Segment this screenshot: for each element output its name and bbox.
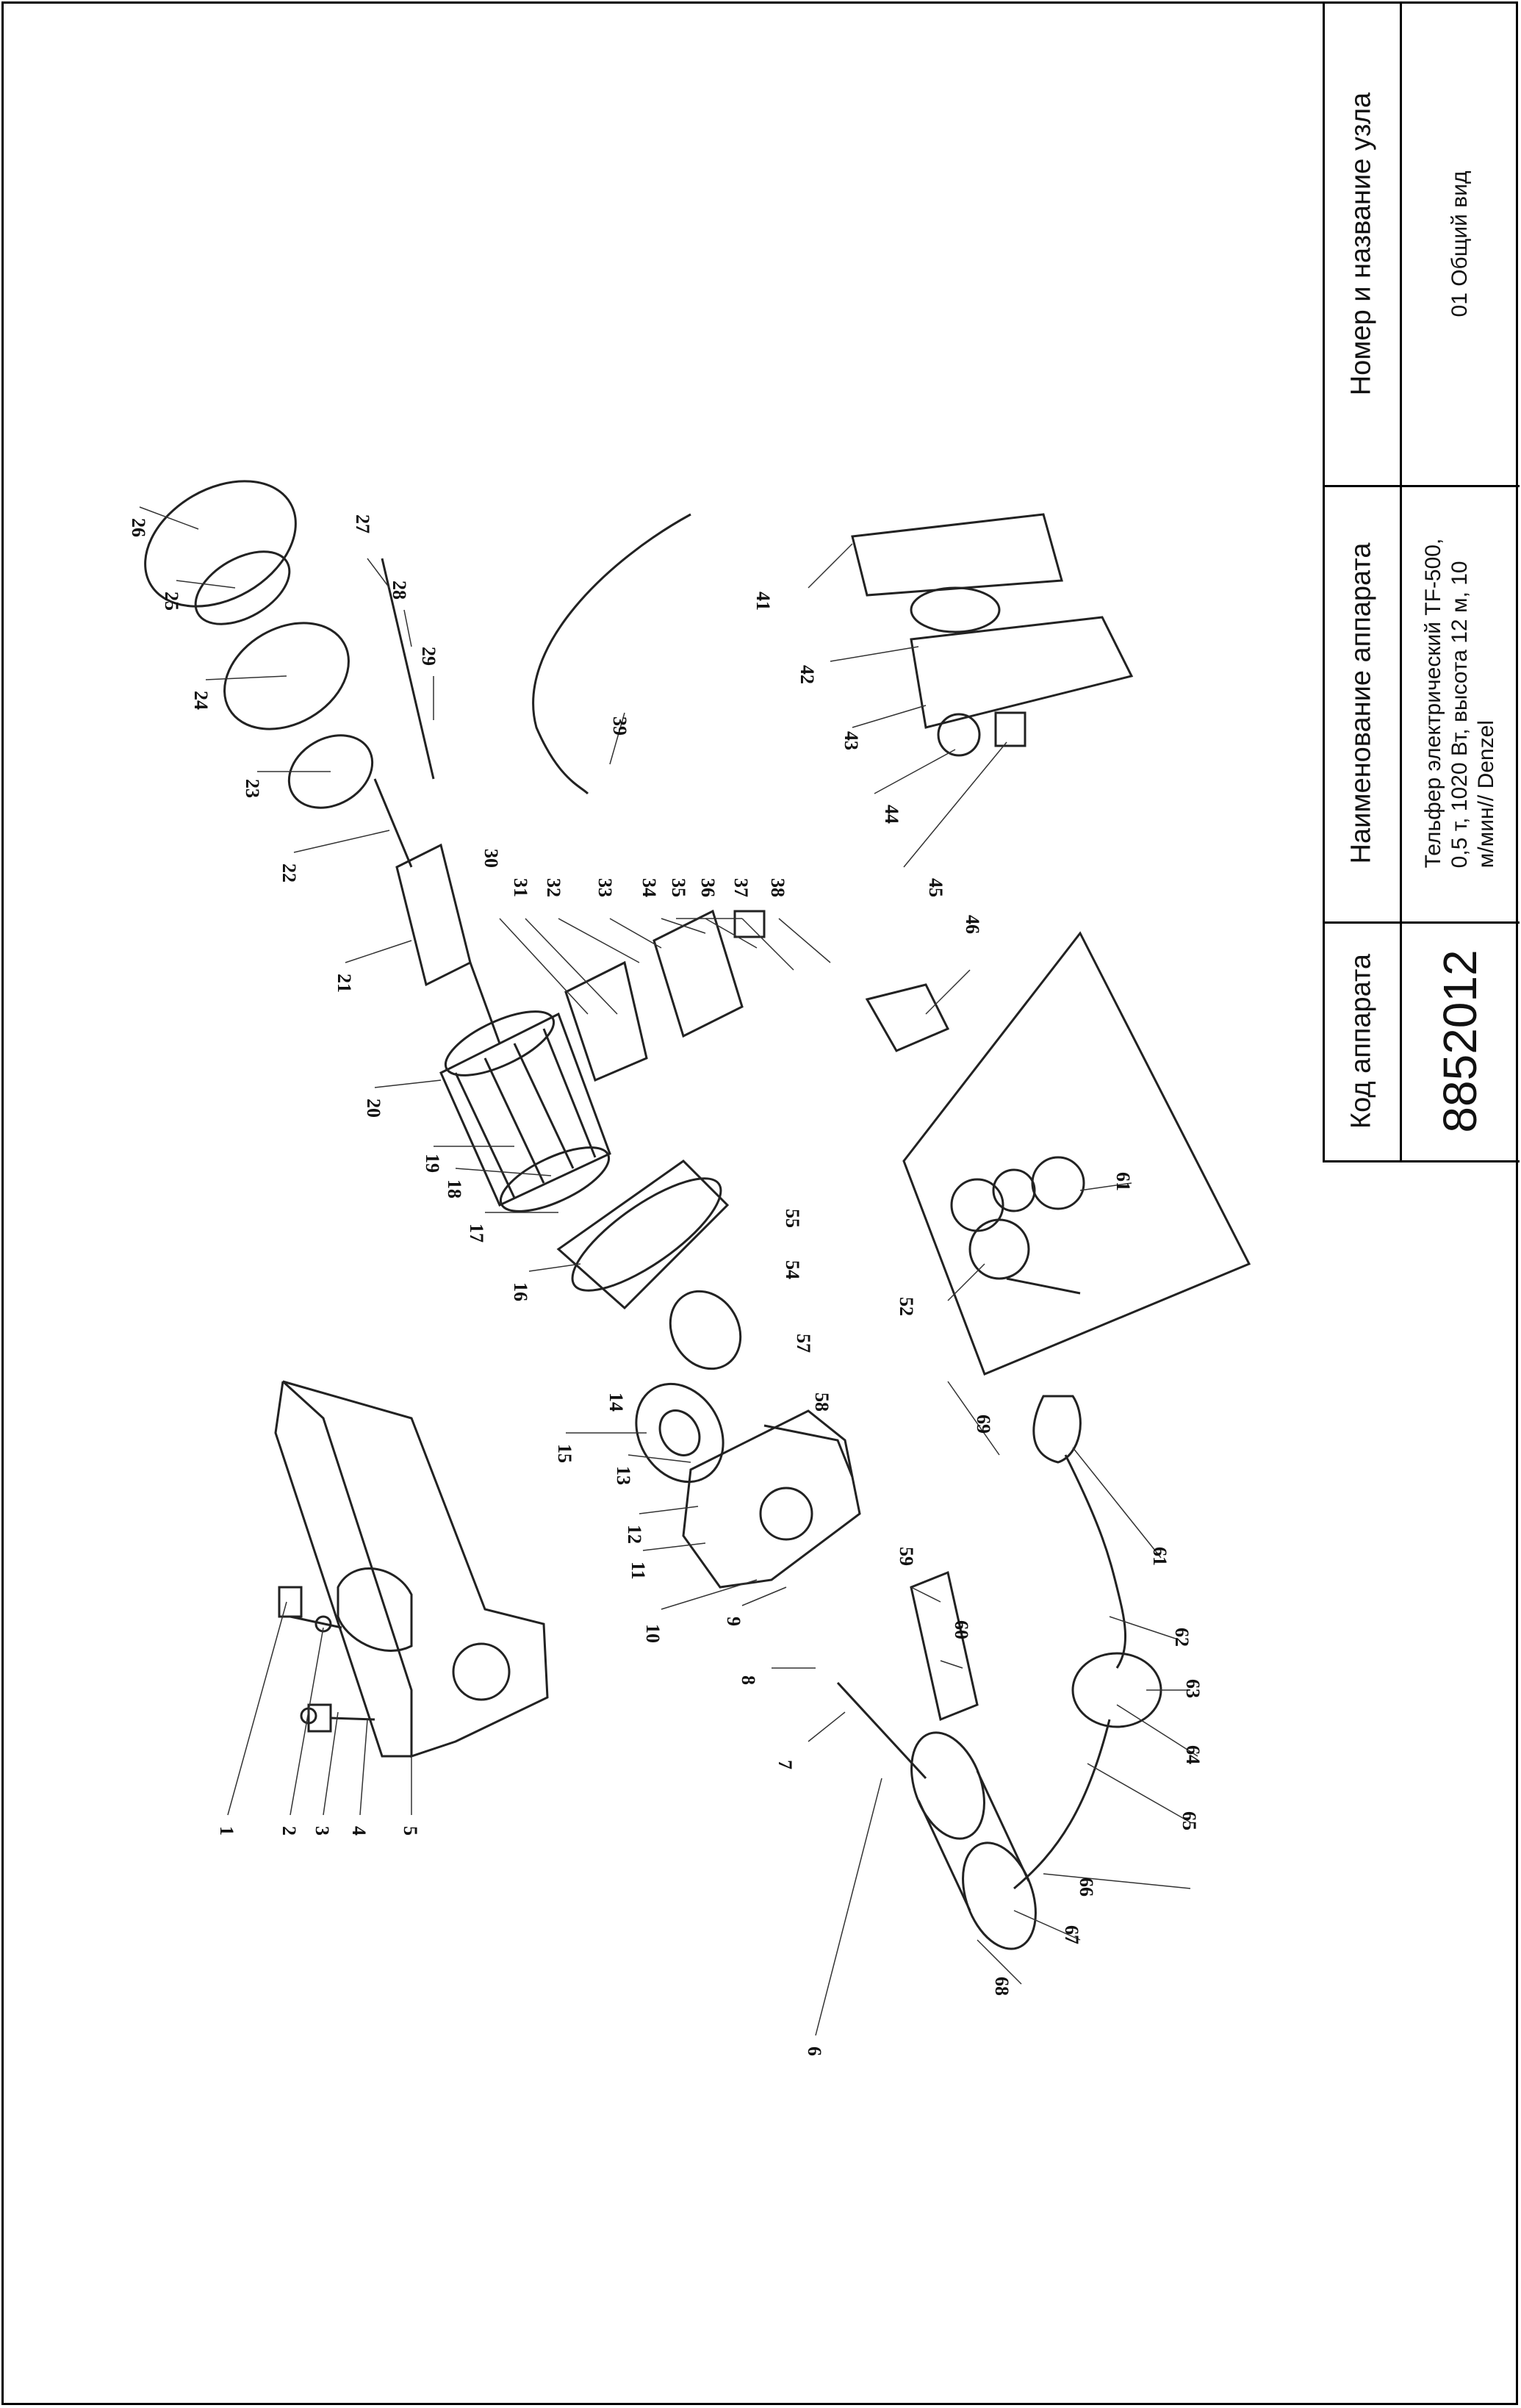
part-label: 27 — [352, 514, 373, 533]
part-label: 66 — [1076, 1877, 1097, 1897]
part-label: 44 — [881, 805, 902, 824]
part-label: 20 — [363, 1099, 384, 1118]
part-label: 37 — [730, 878, 752, 897]
part-label: 1 — [216, 1826, 237, 1836]
part-label: 8 — [738, 1675, 759, 1685]
part-label: 57 — [793, 1334, 814, 1353]
assembly-header: Номер и название узла — [1345, 92, 1377, 396]
part-label: 5 — [400, 1826, 421, 1836]
part-label: 19 — [422, 1154, 443, 1173]
cable-drum-part — [910, 1719, 1111, 1950]
part-label: 14 — [605, 1392, 627, 1412]
part-label: 4 — [348, 1826, 370, 1836]
part-label: 39 — [609, 716, 630, 736]
part-label: 42 — [797, 665, 818, 684]
drum-shaft — [836, 1681, 927, 1780]
hook-assembly-part — [1032, 1395, 1162, 1728]
part-label: 54 — [782, 1260, 803, 1279]
part-label: 32 — [543, 878, 564, 897]
motor-stator-part — [439, 1010, 611, 1212]
part-label: 35 — [668, 878, 689, 897]
part-label: 29 — [418, 647, 439, 666]
part-label: 59 — [896, 1547, 917, 1566]
code-value: 8852012 — [1434, 949, 1486, 1133]
part-label: 15 — [554, 1444, 575, 1463]
device-value-line-2: 0,5 т, 1020 Вт, высота 12 м, 10 — [1448, 561, 1472, 869]
part-label: 13 — [613, 1466, 634, 1485]
device-value-line-3: м/мин// Denzel — [1474, 720, 1498, 869]
part-label: 21 — [334, 974, 355, 993]
bracket-part — [274, 1380, 549, 1758]
pendant-control-part — [851, 513, 1134, 1052]
part-label: 64 — [1182, 1745, 1204, 1764]
power-cable — [532, 513, 691, 795]
part-label: 68 — [991, 1977, 1013, 1996]
assembly-value: 01 Общий вид — [1448, 170, 1472, 317]
gear-part — [635, 1290, 742, 1484]
part-label: 31 — [510, 878, 531, 897]
part-label: 17 — [466, 1223, 487, 1243]
callout-lines — [139, 506, 1198, 2036]
part-label: 10 — [642, 1624, 664, 1643]
part-label: 2 — [278, 1826, 300, 1836]
title-block: Код аппарата 8852012 Наименование аппара… — [1323, 1, 1520, 1162]
part-label: 6 — [804, 2046, 825, 2056]
part-label: 55 — [782, 1209, 803, 1228]
part-label: 11 — [628, 1561, 649, 1580]
part-label: 9 — [723, 1617, 744, 1626]
terminal-box-part — [564, 909, 766, 1082]
part-label: 30 — [481, 849, 502, 868]
part-label: 34 — [639, 878, 660, 897]
part-label: 43 — [841, 731, 862, 750]
part-label: 22 — [278, 863, 300, 883]
inset-detail-frame — [902, 931, 1251, 1376]
device-header: Наименование аппарата — [1345, 542, 1377, 864]
part-label: 58 — [811, 1392, 833, 1412]
part-label: 61 — [1112, 1172, 1134, 1191]
code-header: Код аппарата — [1345, 953, 1377, 1129]
part-label: 69 — [973, 1415, 994, 1434]
part-label: 18 — [444, 1179, 465, 1198]
part-label: 61 — [1149, 1547, 1171, 1566]
part-label: 65 — [1179, 1811, 1200, 1830]
part-label: 52 — [896, 1297, 917, 1316]
device-value-line-1: Тельфер электрический TF-500, — [1421, 538, 1445, 869]
part-label: 36 — [697, 878, 719, 897]
part-label: 28 — [389, 581, 410, 600]
part-label: 7 — [774, 1760, 796, 1769]
part-labels: 1 2 3 4 5 6 7 8 9 10 11 12 13 14 15 16 1… — [128, 514, 1204, 2056]
flange-part — [556, 1160, 730, 1310]
rotor-part — [373, 778, 501, 1044]
part-label: 62 — [1171, 1628, 1193, 1647]
shaft-rod — [381, 558, 435, 780]
part-label: 45 — [925, 878, 946, 897]
part-label: 60 — [951, 1620, 972, 1639]
gearbox-housing-part — [682, 1409, 861, 1589]
brake-assembly-part — [950, 1156, 1085, 1295]
part-label: 16 — [510, 1282, 531, 1301]
part-label: 38 — [767, 878, 788, 897]
part-label: 3 — [312, 1826, 333, 1836]
end-cover-part — [144, 480, 374, 809]
part-label: 46 — [962, 915, 983, 934]
part-label: 24 — [190, 691, 212, 710]
bolts-part — [278, 1586, 375, 1733]
part-label: 25 — [161, 592, 182, 611]
part-label: 67 — [1061, 1925, 1082, 1944]
part-label: 63 — [1182, 1679, 1204, 1698]
part-label: 12 — [624, 1525, 645, 1544]
mounting-plate — [910, 1570, 979, 1722]
exploded-view-diagram: 1 2 3 4 5 6 7 8 9 10 11 12 13 14 15 16 1… — [128, 480, 1251, 2056]
part-label: 26 — [128, 518, 149, 537]
part-label: 41 — [752, 592, 774, 611]
part-label: 33 — [594, 878, 616, 897]
part-label: 23 — [242, 779, 263, 798]
device-value: Тельфер электрический TF-500, 0,5 т, 102… — [1420, 539, 1500, 869]
